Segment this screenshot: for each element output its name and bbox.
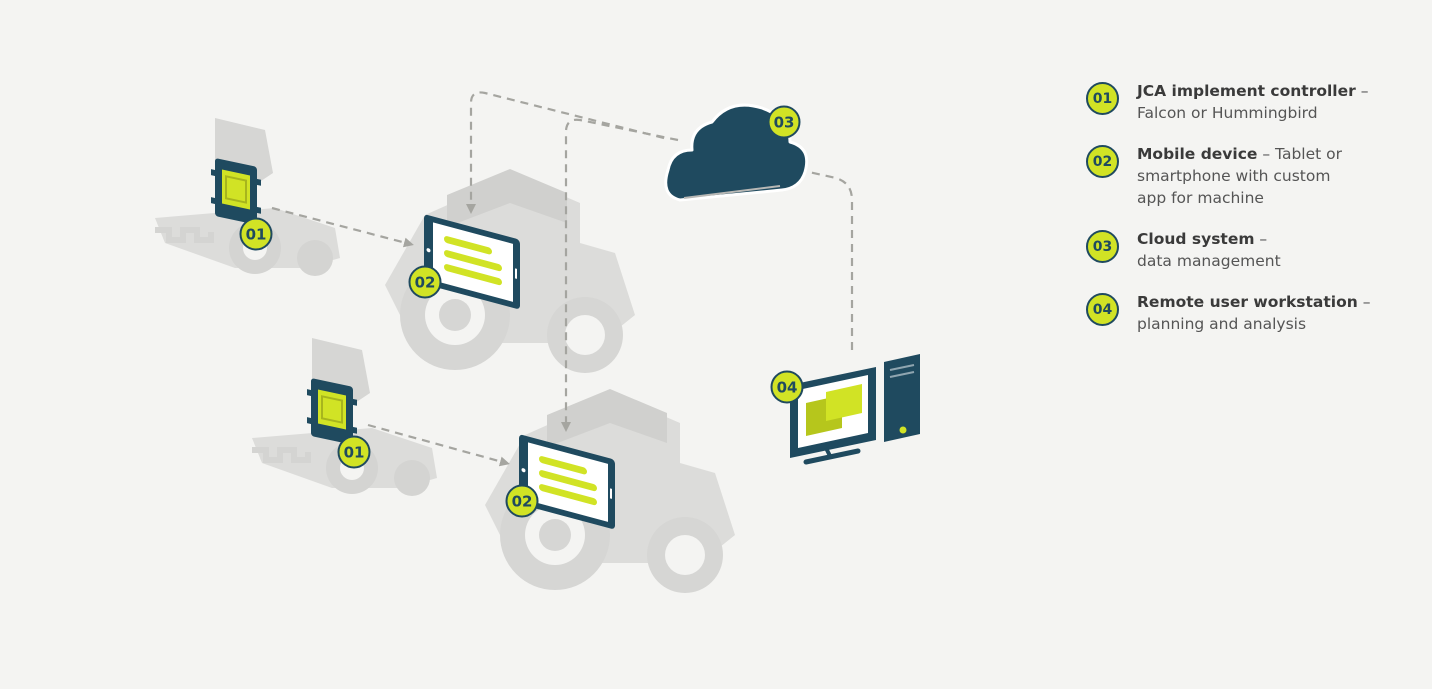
legend-text: Mobile device – Tablet or smartphone wit… bbox=[1137, 143, 1362, 209]
badge-02-bottom: 02 bbox=[505, 484, 539, 518]
badge-01-bottom: 01 bbox=[337, 435, 371, 469]
legend-item-01: 01 JCA implement controller – Falcon or … bbox=[1086, 80, 1416, 124]
svg-text:01: 01 bbox=[344, 444, 365, 462]
legend-sep: – bbox=[1355, 82, 1369, 100]
badge-03: 03 bbox=[767, 105, 801, 139]
legend-title: Cloud system bbox=[1137, 230, 1255, 248]
svg-text:03: 03 bbox=[774, 114, 795, 132]
legend-desc: data management bbox=[1137, 252, 1281, 270]
legend-text: Cloud system – data management bbox=[1137, 228, 1416, 272]
legend-badge: 01 bbox=[1086, 82, 1119, 115]
svg-text:01: 01 bbox=[246, 226, 267, 244]
connectors bbox=[271, 91, 854, 467]
legend-sep: – bbox=[1257, 145, 1276, 163]
legend-badge: 03 bbox=[1086, 230, 1119, 263]
legend-title: Mobile device bbox=[1137, 145, 1258, 163]
legend-item-03: 03 Cloud system – data management bbox=[1086, 228, 1416, 272]
legend-title: JCA implement controller bbox=[1137, 82, 1356, 100]
legend-sep: – bbox=[1357, 293, 1371, 311]
badge-01-top: 01 bbox=[239, 217, 273, 251]
legend-item-04: 04 Remote user workstation – planning an… bbox=[1086, 291, 1416, 335]
legend-badge: 04 bbox=[1086, 293, 1119, 326]
legend-desc: Tablet or smartphone with custom app for… bbox=[1137, 145, 1342, 207]
legend-text: Remote user workstation – planning and a… bbox=[1137, 291, 1416, 335]
arrow-controller1-to-tablet1 bbox=[271, 206, 414, 248]
legend-desc: planning and analysis bbox=[1137, 315, 1307, 333]
tablet-icon bbox=[424, 214, 520, 309]
legend-sep: – bbox=[1254, 230, 1268, 248]
arrow-cloud-to-tablet1 bbox=[466, 91, 665, 214]
svg-text:02: 02 bbox=[512, 493, 533, 511]
legend: 01 JCA implement controller – Falcon or … bbox=[1086, 80, 1416, 354]
svg-text:04: 04 bbox=[777, 379, 798, 397]
controller-icon bbox=[211, 158, 261, 225]
arrow-cloud-to-tablet2 bbox=[561, 118, 679, 432]
legend-text: JCA implement controller – Falcon or Hum… bbox=[1137, 80, 1416, 124]
legend-item-02: 02 Mobile device – Tablet or smartphone … bbox=[1086, 143, 1416, 209]
controller-icon bbox=[307, 378, 357, 445]
arrow-controller2-to-tablet2 bbox=[367, 423, 510, 467]
badge-04: 04 bbox=[770, 370, 804, 404]
workstation-icon bbox=[790, 354, 920, 465]
svg-text:02: 02 bbox=[415, 274, 436, 292]
legend-desc: Falcon or Hummingbird bbox=[1137, 104, 1318, 122]
badge-02-top: 02 bbox=[408, 265, 442, 299]
legend-title: Remote user workstation bbox=[1137, 293, 1358, 311]
tablet-icon bbox=[519, 434, 615, 529]
legend-badge: 02 bbox=[1086, 145, 1119, 178]
